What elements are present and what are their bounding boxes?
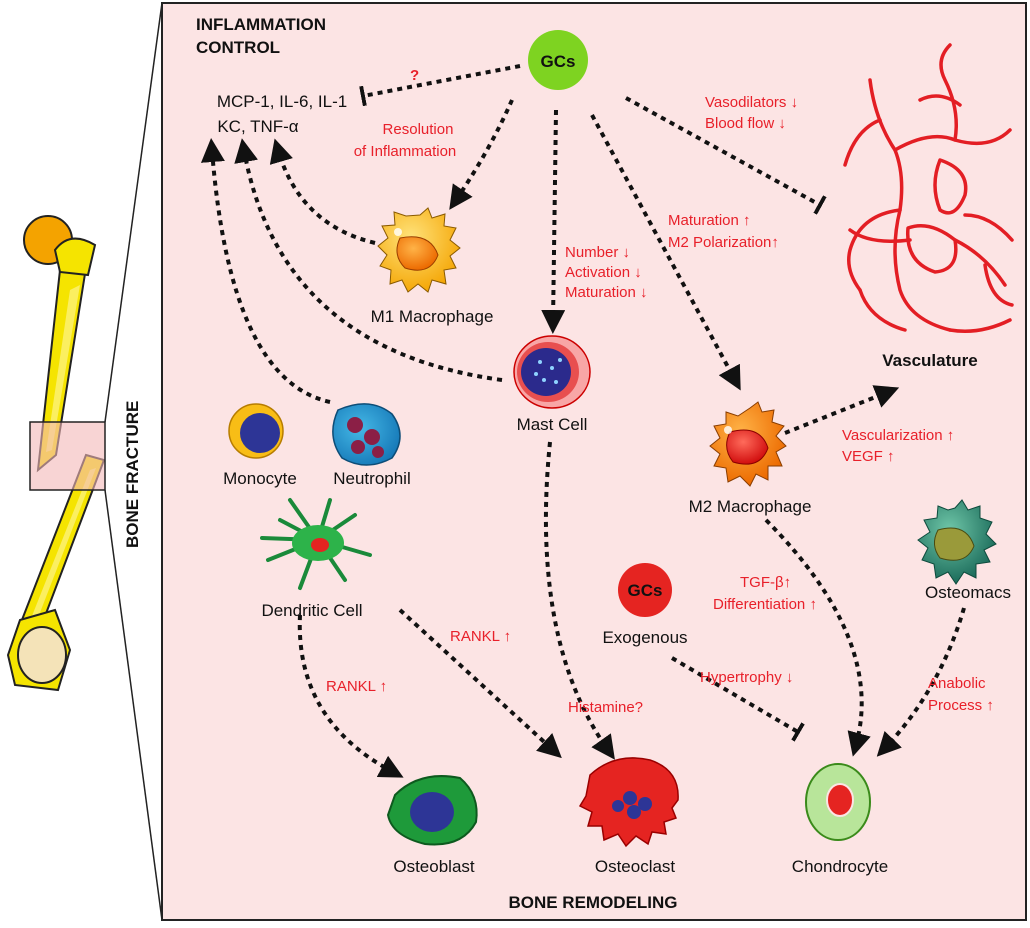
gcs-to-m2	[590, 114, 741, 391]
m2-polarization-annotation: M2 Polarization↑	[668, 234, 779, 251]
vasculature-label: Vasculature	[882, 351, 977, 370]
arrows	[200, 64, 966, 778]
cytokines-line1: MCP-1, IL-6, IL-1	[217, 92, 347, 111]
maturation-down-annotation: Maturation ↓	[565, 284, 648, 301]
bone-fracture-label: BONE FRACTURE	[123, 401, 142, 548]
vegf-annotation: VEGF ↑	[842, 448, 895, 465]
gcs-exogenous-label: GCs	[628, 581, 663, 600]
gcs-to-m1	[449, 99, 514, 210]
histamine-annotation: Histamine?	[568, 699, 643, 716]
monocyte-cell	[228, 403, 284, 459]
osteomacs-cell	[917, 499, 997, 585]
neutrophil-to-cytokines	[200, 138, 331, 404]
anabolic-line2: Process ↑	[928, 697, 994, 714]
chondrocyte-label: Chondrocyte	[792, 857, 888, 876]
osteoclast-label: Osteoclast	[595, 857, 676, 876]
gcs-inhibit-vasculature	[625, 96, 827, 215]
mast-to-cytokines	[234, 138, 503, 382]
resolution-line2: of Inflammation	[354, 143, 457, 160]
inflammation-title-line2: CONTROL	[196, 38, 280, 57]
tgf-beta-annotation: TGF-β↑	[740, 574, 791, 591]
exogenous-label: Exogenous	[602, 628, 687, 647]
inflammation-title-line1: INFLAMMATION	[196, 15, 326, 34]
dendritic-cell-label: Dendritic Cell	[261, 601, 362, 620]
m1-macrophage-cell	[377, 207, 461, 293]
vasculature-illustration	[843, 43, 1014, 333]
mast-cell-label: Mast Cell	[517, 415, 588, 434]
hypertrophy-annotation: Hypertrophy ↓	[700, 669, 793, 686]
main-panel	[161, 2, 1027, 921]
osteomacs-label: Osteomacs	[925, 583, 1011, 602]
vascularization-annotation: Vascularization ↑	[842, 427, 954, 444]
m1-macrophage-label: M1 Macrophage	[371, 307, 494, 326]
number-down-annotation: Number ↓	[565, 244, 630, 261]
osteoblast-cell	[386, 775, 478, 846]
neutrophil-label: Neutrophil	[333, 469, 411, 488]
chondrocyte-cell	[805, 763, 871, 841]
mast-cell	[513, 335, 591, 409]
resolution-line1: Resolution	[383, 121, 454, 138]
m1-to-cytokines	[269, 138, 376, 245]
fracture-box	[29, 421, 106, 491]
dendritic-to-osteoblast	[297, 614, 404, 778]
osteoblast-label: Osteoblast	[393, 857, 475, 876]
femur-bone-illustration	[6, 2, 163, 921]
bone-remodeling-title: BONE REMODELING	[508, 893, 677, 912]
gcs-top-label: GCs	[541, 52, 576, 71]
dendritic-cell	[260, 498, 372, 590]
femur-condyle	[17, 626, 67, 684]
m2-to-vasculature	[784, 385, 900, 435]
activation-down-annotation: Activation ↓	[565, 264, 642, 281]
gcs-top-node	[528, 30, 588, 90]
vasodilators-annotation: Vasodilators ↓	[705, 94, 798, 111]
osteomacs-to-chondrocyte	[876, 607, 966, 757]
differentiation-annotation: Differentiation ↑	[713, 596, 817, 613]
neutrophil-cell	[332, 403, 401, 466]
m2-to-chondrocyte	[764, 518, 871, 757]
question-mark-annotation: ?	[410, 67, 419, 84]
mast-to-osteoclast	[543, 441, 615, 760]
m2-macrophage-label: M2 Macrophage	[689, 497, 812, 516]
cytokines-line2: KC, TNF-α	[217, 117, 298, 136]
gcs-inhibit-cytokines	[359, 64, 521, 107]
dendritic-to-osteoclast	[398, 608, 562, 759]
monocyte-label: Monocyte	[223, 469, 297, 488]
rankl-osteoblast-annotation: RANKL ↑	[326, 678, 387, 695]
rankl-dendritic-annotation: RANKL ↑	[450, 628, 511, 645]
gcs-exogenous-node	[618, 563, 672, 617]
m2-macrophage-cell	[709, 401, 787, 487]
anabolic-line1: Anabolic	[928, 675, 986, 692]
blood-flow-annotation: Blood flow ↓	[705, 115, 786, 132]
osteoclast-cell	[578, 757, 679, 848]
maturation-up-annotation: Maturation ↑	[668, 212, 751, 229]
exogenous-inhibit-chondrocyte	[670, 656, 805, 742]
